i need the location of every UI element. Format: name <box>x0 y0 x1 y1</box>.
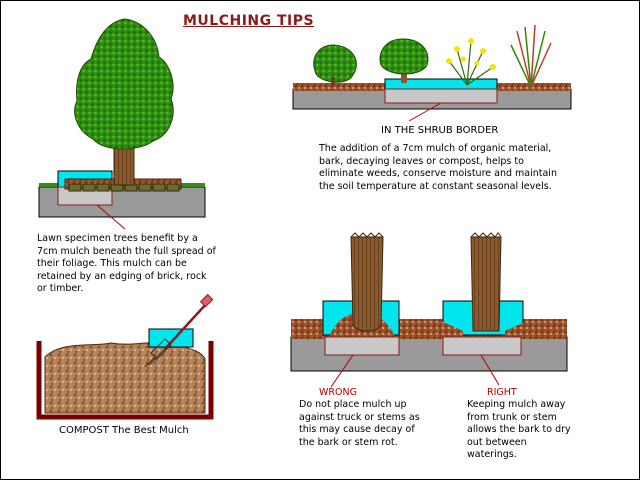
wrong-trunk <box>350 236 384 332</box>
wrong-pointer-line <box>330 354 354 388</box>
lawn-caption: Lawn specimen trees benefit by a 7cm mul… <box>37 233 216 294</box>
border-root-zone <box>384 88 498 104</box>
garden-fork-icon <box>144 293 214 368</box>
right-pointer-line <box>480 354 500 386</box>
brick-edging <box>68 183 180 192</box>
shrub-border-label: IN THE SHRUB BORDER <box>381 125 499 136</box>
compost-pile <box>44 342 206 414</box>
compost-water-zone <box>148 328 194 348</box>
lawn-pointer-line <box>96 204 126 230</box>
right-trunk <box>470 236 502 332</box>
compost-bin-wall <box>36 341 214 420</box>
round-shrub-icon <box>313 44 357 83</box>
wrong-right-section <box>290 232 568 388</box>
yellow-flowers <box>446 38 496 70</box>
right-mulch-left <box>421 321 463 337</box>
flowering-shrub-icon <box>448 40 494 86</box>
lawn-tree-section <box>38 18 206 230</box>
compost-bin-section <box>36 293 214 420</box>
right-root-zone <box>442 336 522 356</box>
shrub-caption: The addition of a 7cm mulch of organic m… <box>319 143 557 192</box>
border-pointer-line <box>408 102 442 122</box>
wrong-caption: Do not place mulch up against truck or s… <box>299 399 420 448</box>
wrong-root-zone <box>324 336 400 356</box>
right-label: RIGHT <box>487 387 517 398</box>
wrong-label: WRONG <box>319 387 357 398</box>
lawn-tree-foliage <box>74 18 174 150</box>
right-mulch-right <box>505 321 549 337</box>
ornamental-grass-icon <box>510 24 552 88</box>
right-caption: Keeping mulch away from trunk or stem al… <box>467 399 571 460</box>
shrub-border-section <box>292 24 572 122</box>
small-tree-icon <box>379 38 429 75</box>
compost-label: COMPOST The Best Mulch <box>59 425 189 436</box>
page-title: MULCHING TIPS <box>183 13 315 29</box>
